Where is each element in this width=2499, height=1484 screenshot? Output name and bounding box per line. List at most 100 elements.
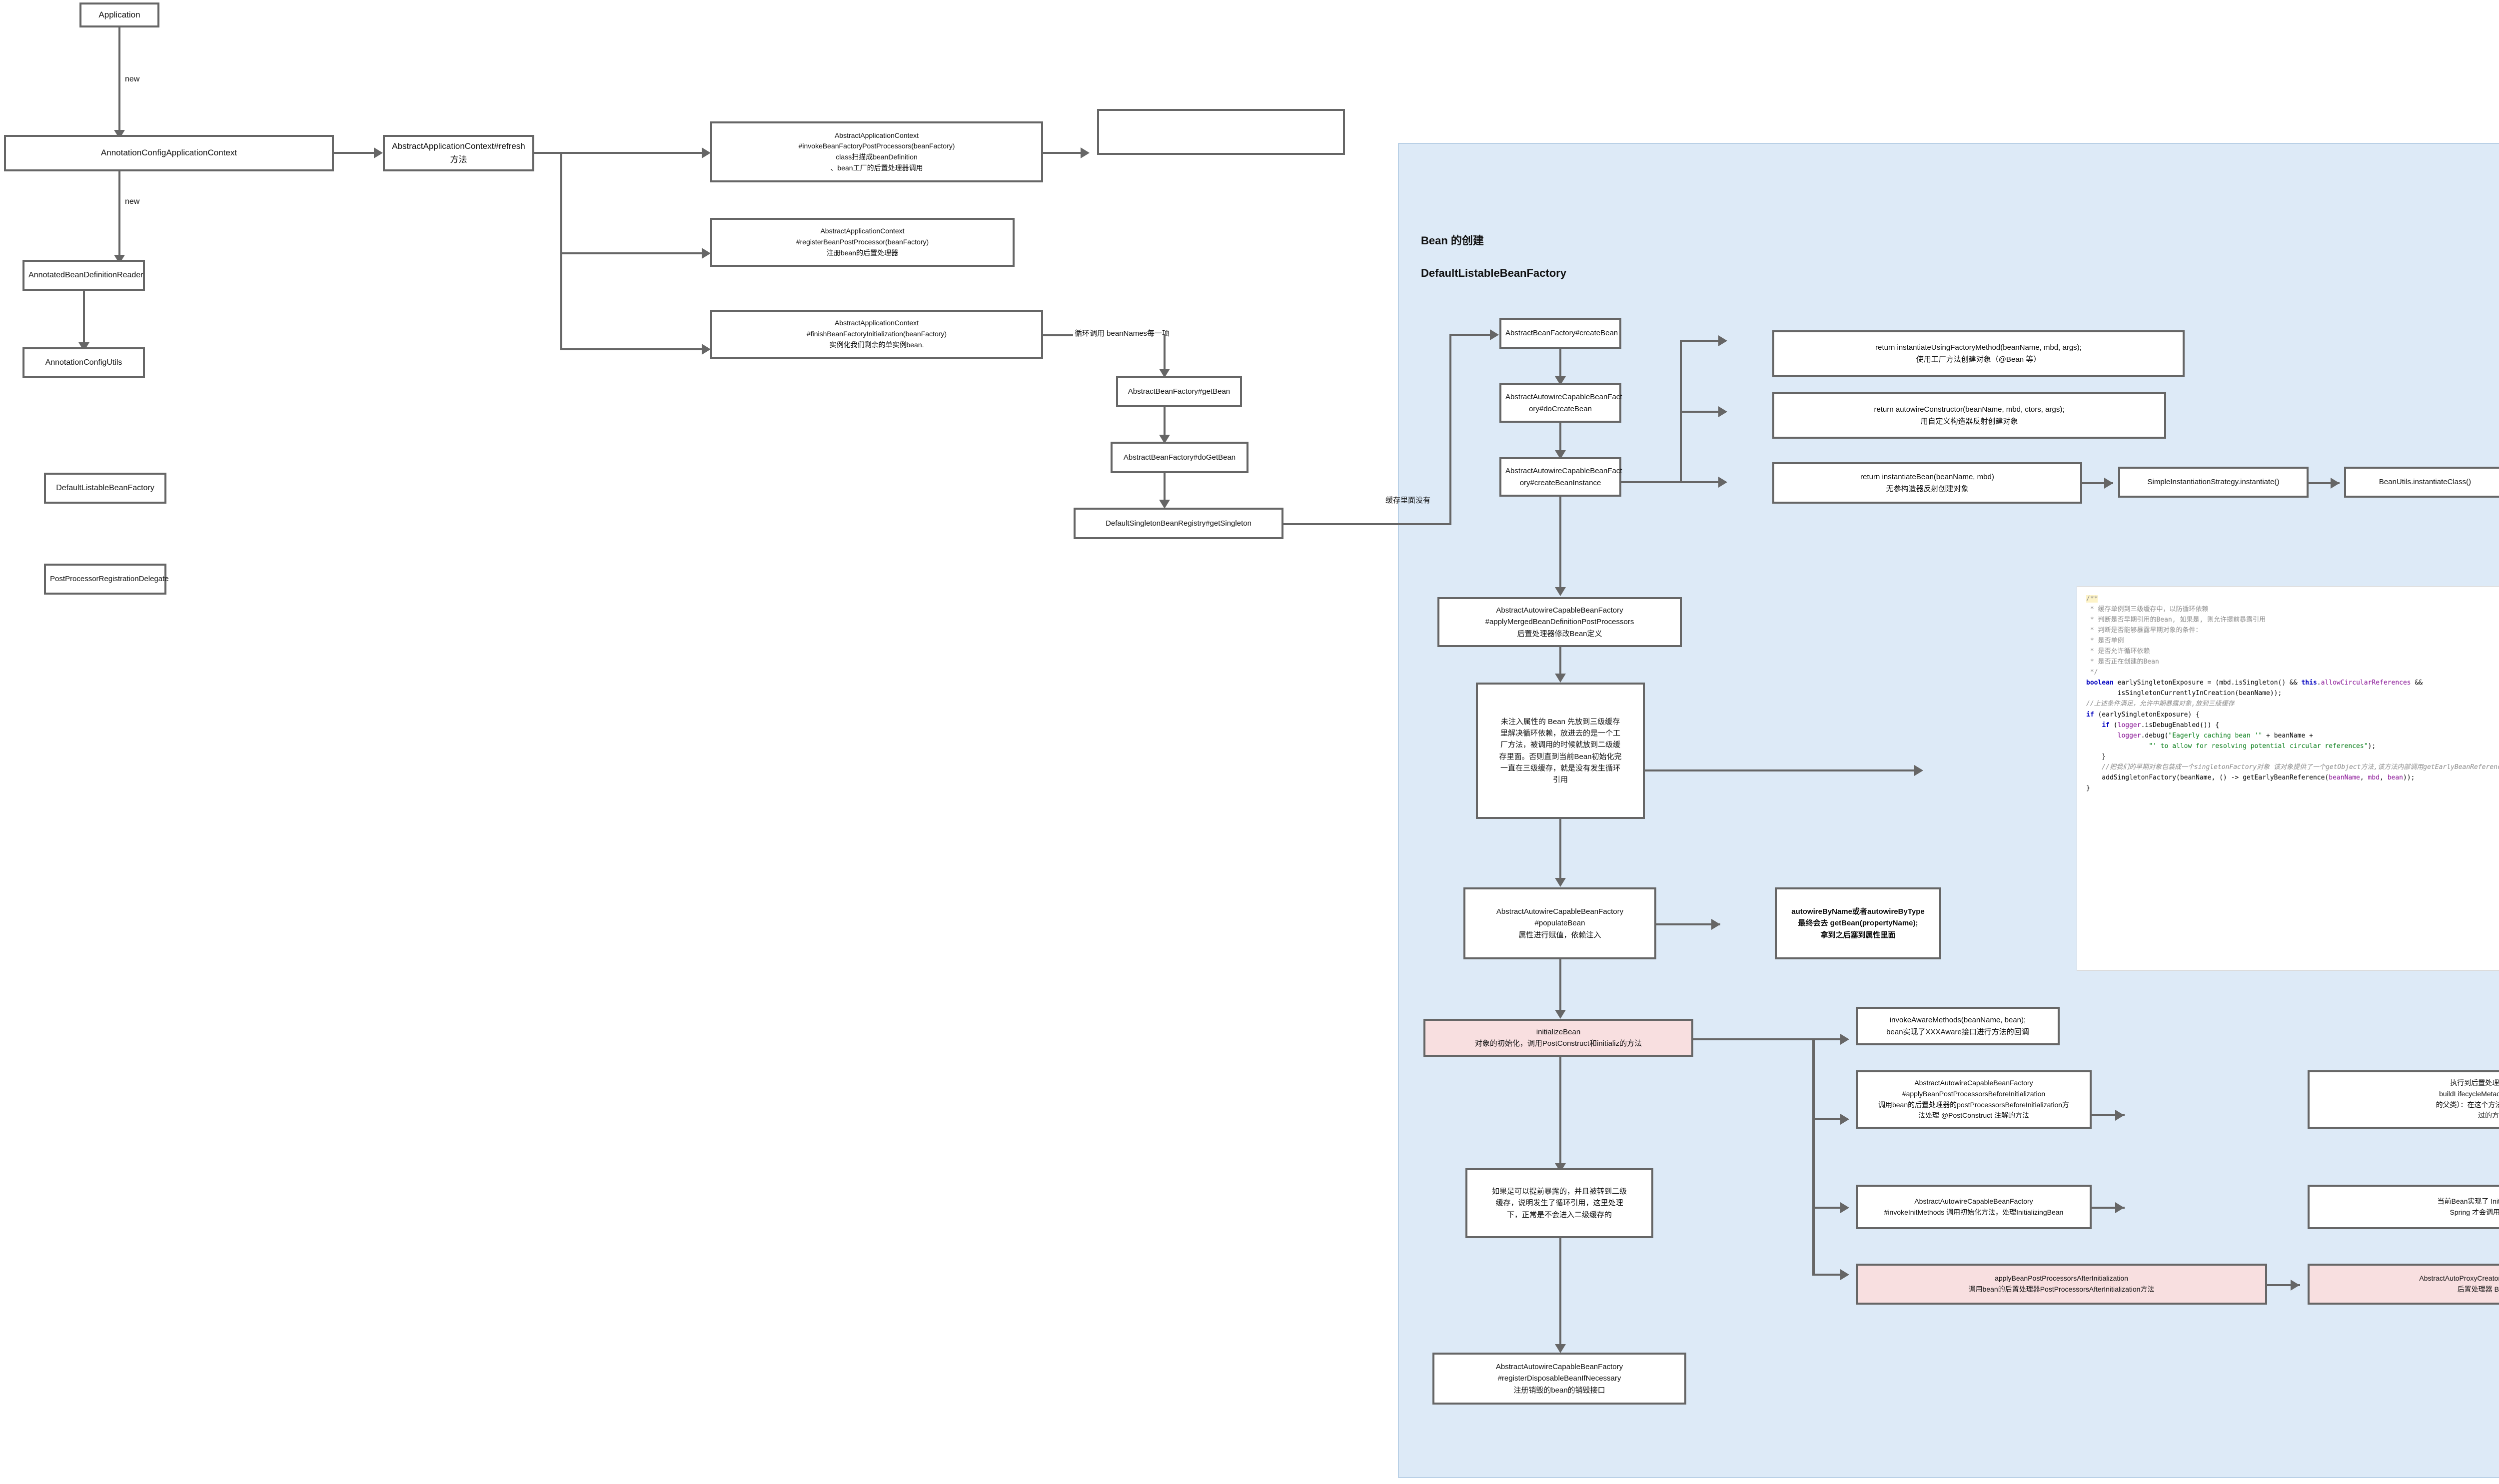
box-annotated-bean-definition-reader[interactable]: AnnotatedBeanDefinitionReader	[22, 260, 145, 291]
box-invoke-line-0: AbstractApplicationContext	[834, 131, 919, 139]
box-registerdisposable-line-2: 注册销毁的bean的销毁接口	[1513, 1386, 1605, 1395]
box-second-cache-line-1: 缓存，说明发生了循环引用，这里处理	[1495, 1199, 1623, 1208]
box-default-listable-bean-factory[interactable]: DefaultListableBeanFactory	[44, 473, 166, 504]
box-finish-bean-factory-initialization[interactable]: AbstractApplicationContext #finishBeanFa…	[710, 310, 1043, 359]
edge-refresh-trunk-vertical	[560, 152, 562, 350]
box-initialize-bean[interactable]: initializeBean 对象的初始化，调用PostConstruct和in…	[1423, 1019, 1693, 1057]
box-initialize-bean-line-1: 对象的初始化，调用PostConstruct和initializ的方法	[1474, 1039, 1642, 1048]
edge-instantiatebean-to-strategy-arrow	[2104, 478, 2113, 489]
box-invoke-aware-methods[interactable]: invokeAwareMethods(beanName, bean); bean…	[1856, 1007, 2060, 1045]
edge-getbean-to-dogetbean-arrow	[1159, 435, 1170, 444]
box-invoke-line-3: 、bean工厂的后置处理器调用	[830, 163, 923, 172]
edge-invokeinit-to-note-arrow	[2115, 1202, 2124, 1213]
box-bean-utils-instantiate-class[interactable]: BeanUtils.instantiateClass()	[2344, 467, 2499, 498]
box-third-cache-line-5: 引用	[1552, 775, 1568, 784]
box-invoke-init-methods[interactable]: AbstractAutowireCapableBeanFactory #invo…	[1856, 1185, 2092, 1229]
box-apply-merged-bean-definition-post-processors[interactable]: AbstractAutowireCapableBeanFactory #appl…	[1437, 597, 1682, 647]
box-init-destroy-annotation-note[interactable]: 执行到后置处理器 InitDestroyAnnotationBeanPostPr…	[2308, 1070, 2499, 1129]
box-third-cache-line-1: 里解决循环依赖，放进去的是一个工	[1500, 729, 1620, 738]
edge-branch-to-invokeaware	[1812, 1038, 1846, 1040]
box-instantiate-bean-line-0: return instantiateBean(beanName, mbd)	[1860, 473, 1994, 482]
box-invoke-line-2: class扫描成beanDefinition	[836, 153, 918, 161]
edge-secondcache-to-registerdisposable	[1559, 1238, 1561, 1347]
box-get-singleton[interactable]: DefaultSingletonBeanRegistry#getSingleto…	[1074, 508, 1283, 539]
edge-branch-to-invokeinit	[1812, 1207, 1846, 1209]
box-create-bean-instance-line-1: ory#createBeanInstance	[1519, 478, 1601, 487]
box-empty-placeholder[interactable]	[1097, 109, 1345, 155]
box-instantiate-using-factory-method[interactable]: return instantiateUsingFactoryMethod(bea…	[1772, 330, 2185, 377]
box-applymerged-line-0: AbstractAutowireCapableBeanFactory	[1496, 606, 1623, 615]
box-applymerged-line-1: #applyMergedBeanDefinitionPostProcessors	[1485, 618, 1634, 627]
edge-secondcache-to-registerdisposable-arrow	[1555, 1344, 1566, 1353]
edge-finish-to-getbean-arrow	[1159, 369, 1170, 378]
box-create-bean-instance-line-0: AbstractAutowireCapableBeanFact	[1505, 467, 1622, 476]
edge-finish-out	[1043, 334, 1073, 336]
box-applybefore-line-0: AbstractAutowireCapableBeanFactory	[1914, 1079, 2033, 1087]
box-third-cache-line-2: 厂方法，被调用的时候就放到二级缓	[1500, 741, 1620, 749]
code-javadoc-3: * 判断是否能够暴露早期对象的条件：	[2086, 627, 2202, 635]
box-second-level-cache-note[interactable]: 如果是可以提前暴露的，并且被转到二级 缓存，说明发生了循环引用，这里处理 下，正…	[1465, 1168, 1653, 1238]
box-register-disposable-bean[interactable]: AbstractAutowireCapableBeanFactory #regi…	[1432, 1353, 1686, 1405]
box-register-bean-post-processor[interactable]: AbstractApplicationContext #registerBean…	[710, 218, 1015, 267]
box-apply-bean-post-processors-before-initialization[interactable]: AbstractAutowireCapableBeanFactory #appl…	[1856, 1070, 2092, 1129]
box-initializing-bean-note[interactable]: 当前Bean实现了 InitializingBean 接口，只有在实现了该接口的…	[2308, 1185, 2499, 1229]
box-auto-proxy-post-process-after-initialization[interactable]: AbstractAutoProxyCreator#postProcessAfte…	[2308, 1264, 2499, 1305]
box-do-get-bean[interactable]: AbstractBeanFactory#doGetBean	[1111, 442, 1249, 473]
box-autowire-constructor[interactable]: return autowireConstructor(beanName, mbd…	[1772, 392, 2166, 439]
box-application[interactable]: Application	[79, 2, 159, 27]
box-instantiate-bean[interactable]: return instantiateBean(beanName, mbd) 无参…	[1772, 462, 2082, 504]
box-populate-bean-line-1: #populateBean	[1534, 919, 1585, 928]
box-populate-bean-line-2: 属性进行赋值，依赖注入	[1518, 930, 1601, 939]
box-create-bean[interactable]: AbstractBeanFactory#createBean	[1499, 318, 1621, 349]
edge-createbeaninstance-out	[1621, 481, 1681, 483]
box-initializingbean-line-0: 当前Bean实现了 InitializingBean 接口，只有在实现了该接口的…	[2437, 1197, 2499, 1205]
edge-label-new-2: new	[125, 197, 140, 206]
edge-applyafter-to-autoproxy	[2267, 1284, 2300, 1286]
box-autoproxy-after-line-0: AbstractAutoProxyCreator#postProcessAfte…	[2419, 1274, 2499, 1283]
edge-trunk-to-autowirector-arrow	[1718, 406, 1727, 417]
edge-refresh-to-finish	[560, 348, 709, 350]
box-applybefore-line-2: 调用bean的后置处理器的postProcessorsBeforeInitial…	[1878, 1100, 2070, 1109]
box-autowire-constructor-line-0: return autowireConstructor(beanName, mbd…	[1874, 405, 2065, 414]
box-apply-bean-post-processors-after-initialization[interactable]: applyBeanPostProcessorsAfterInitializati…	[1856, 1264, 2267, 1305]
box-annotation-config-application-context[interactable]: AnnotationConfigApplicationContext	[4, 135, 334, 171]
box-finish-line-2: 实例化我们剩余的单实例bean.	[829, 340, 924, 349]
box-create-bean-instance[interactable]: AbstractAutowireCapableBeanFact ory#crea…	[1499, 457, 1622, 497]
box-populate-bean[interactable]: AbstractAutowireCapableBeanFactory #popu…	[1463, 887, 1656, 959]
box-post-processor-registration-delegate[interactable]: PostProcessorRegistrationDelegate	[44, 564, 169, 595]
edge-riser-to-createbean	[1449, 334, 1497, 336]
box-invoke-bean-factory-post-processors[interactable]: AbstractApplicationContext #invokeBeanFa…	[710, 121, 1043, 182]
box-initialize-bean-line-0: initializeBean	[1536, 1027, 1581, 1036]
edge-instantiatebean-to-strategy	[2082, 482, 2113, 484]
edge-invoke-to-empty-arrow	[1081, 147, 1090, 158]
edge-trunk-to-autowirector	[1680, 411, 1726, 413]
box-autowire-line-1: 最终会去 getBean(propertyName);	[1798, 919, 1918, 928]
code-javadoc-7: */	[2086, 669, 2098, 677]
edge-populatebean-to-initializebean-arrow	[1555, 1010, 1566, 1019]
box-do-create-bean[interactable]: AbstractAutowireCapableBeanFact ory#doCr…	[1499, 383, 1622, 423]
box-third-level-cache-note[interactable]: 未注入属性的 Bean 先放到三级缓存 里解决循环依赖，放进去的是一个工 厂方法…	[1476, 683, 1645, 819]
box-invoke-line-1: #invokeBeanFactoryPostProcessors(beanFac…	[798, 142, 955, 150]
box-invoke-aware-line-1: bean实现了XXXAware接口进行方法的回调	[1886, 1027, 2029, 1036]
edge-label-loop-beannames: 循环调用 beanNames每一项	[1075, 329, 1170, 338]
edge-branch-to-applybefore-arrow	[1840, 1114, 1849, 1125]
box-refresh[interactable]: AbstractApplicationContext#refresh 方法	[383, 135, 534, 171]
code-javadoc-6: * 是否正在创建的Bean	[2086, 658, 2159, 666]
box-autowire-by-name-or-type[interactable]: autowireByName或者autowireByType 最终会去 getB…	[1775, 887, 1941, 959]
box-simple-instantiation-strategy[interactable]: SimpleInstantiationStrategy.instantiate(…	[2118, 467, 2309, 498]
box-post-processor-registration-delegate-line-0: PostProcessorRegistrationDelegate	[50, 575, 169, 584]
box-second-cache-line-0: 如果是可以提前暴露的，并且被转到二级	[1491, 1187, 1627, 1196]
edge-refresh-to-finish-arrow	[702, 344, 711, 355]
box-initializingbean-line-1: Spring 才会调用该 Bean 的接口实现方法 afterPropertie…	[2450, 1208, 2499, 1216]
edge-applybefore-to-note	[2092, 1114, 2125, 1116]
box-autoproxy-after-line-1: 后置处理器 BeanPostProcessor	[2457, 1285, 2499, 1293]
box-do-get-bean-line-0: AbstractBeanFactory#doGetBean	[1123, 453, 1236, 462]
box-get-bean[interactable]: AbstractBeanFactory#getBean	[1116, 376, 1242, 407]
box-annotation-config-utils[interactable]: AnnotationConfigUtils	[22, 347, 145, 378]
edge-refresh-to-invoke-arrow	[702, 147, 711, 158]
edge-branch-to-invokeinit-arrow	[1840, 1202, 1849, 1213]
box-annotated-bean-definition-reader-line-0: AnnotatedBeanDefinitionReader	[28, 270, 143, 279]
edge-applyafter-to-autoproxy-arrow	[2291, 1280, 2300, 1291]
edge-label-not-in-cache: 缓存里面没有	[1385, 496, 1431, 505]
box-third-cache-line-0: 未注入属性的 Bean 先放到三级缓存	[1500, 717, 1620, 726]
